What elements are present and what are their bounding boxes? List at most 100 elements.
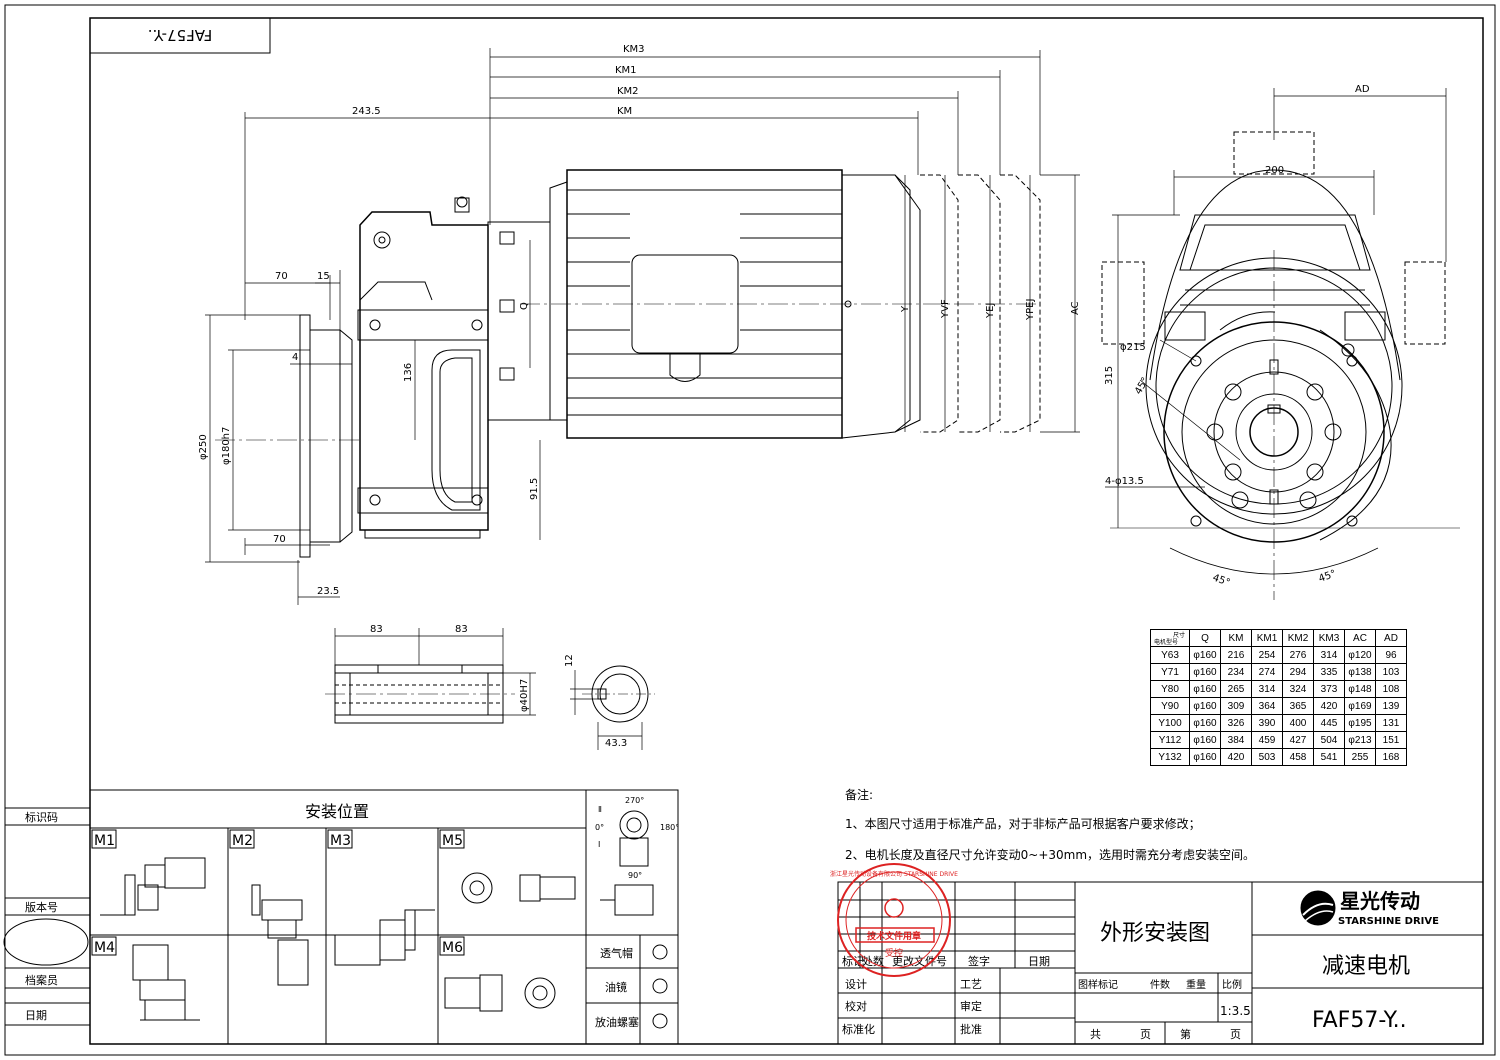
- side-dimension-labels: KM3 KM1 KM2 KM 243.5 70 15 4 136 φ250 φ1…: [198, 44, 1081, 597]
- table-cell: 108: [1375, 680, 1407, 698]
- tb-stage: 图样标记: [1078, 978, 1118, 991]
- motor-model-cell: Y112: [1150, 731, 1190, 749]
- table-cell: φ160: [1189, 646, 1221, 664]
- tb-product: 减速电机: [1322, 954, 1410, 979]
- date-label: 日期: [25, 1009, 47, 1022]
- dim-ad: AD: [1355, 84, 1370, 95]
- tb-sign: 签字: [968, 954, 990, 968]
- table-cell: φ138: [1344, 663, 1376, 681]
- side-dimensions: [205, 48, 1080, 605]
- table-cell: 216: [1220, 646, 1252, 664]
- mounting-m1: M1: [94, 833, 115, 849]
- table-cell: 390: [1251, 714, 1283, 732]
- table-cell: 503: [1251, 748, 1283, 766]
- stamp-top: 技术文件用章: [867, 930, 921, 942]
- table-cell: 400: [1282, 714, 1314, 732]
- mounting-panel: [89, 789, 679, 1045]
- table-cell: φ148: [1344, 680, 1376, 698]
- tb-page2: 页: [1230, 1028, 1241, 1041]
- dim-200: 200: [1265, 165, 1284, 176]
- motor-model-cell: Y100: [1150, 714, 1190, 732]
- tb-count: 件数: [1150, 978, 1170, 991]
- angle-90: 90°: [628, 871, 642, 880]
- drawing-code: FAF57-Y..: [148, 26, 213, 44]
- tb-design: 设计: [845, 978, 867, 991]
- dim-70-bottom: 70: [273, 534, 286, 545]
- dim-180: φ180h7: [221, 427, 232, 465]
- dim-215: φ215: [1120, 342, 1146, 353]
- mounting-m5: M5: [442, 833, 463, 849]
- roman-1: Ⅰ: [598, 840, 600, 849]
- stamp-mid: 受控: [885, 947, 903, 959]
- left-strip-labels: 标识码 版本号 档案员 日期: [25, 810, 58, 1022]
- dim-250: φ250: [198, 434, 209, 460]
- tb-location: 处数: [862, 955, 884, 968]
- table-cell: 168: [1375, 748, 1407, 766]
- dim-83-right: 83: [455, 624, 468, 635]
- dim-km1: KM1: [615, 65, 637, 76]
- motor-model-cell: Y80: [1150, 680, 1190, 698]
- brand-en: STARSHINE DRIVE: [1338, 916, 1439, 927]
- table-cell: 314: [1251, 680, 1283, 698]
- mounting-m2: M2: [232, 833, 253, 849]
- table-cell: 131: [1375, 714, 1407, 732]
- table-cell: 234: [1220, 663, 1252, 681]
- dim-23-5: 23.5: [317, 586, 339, 597]
- table-cell: 255: [1344, 748, 1376, 766]
- table-cell: φ169: [1344, 697, 1376, 715]
- table-cell: 504: [1313, 731, 1345, 749]
- mounting-title: 安装位置: [305, 802, 369, 821]
- tb-check: 校对: [845, 999, 867, 1013]
- table-cell: 276: [1282, 646, 1314, 664]
- motor-model-cell: Y90: [1150, 697, 1190, 715]
- tb-weight: 重量: [1186, 978, 1206, 991]
- front-dimensions: [1105, 88, 1447, 575]
- front-view: [1101, 131, 1446, 600]
- version-label: 版本号: [25, 900, 58, 914]
- tb-model: FAF57-Y..: [1312, 1008, 1407, 1033]
- outer-frame: [4, 4, 1496, 1056]
- stamp-ring: 浙江星光传动设备有限公司 STARSHINE DRIVE: [830, 870, 958, 878]
- table-cell: 373: [1313, 680, 1345, 698]
- dim-91-5: 91.5: [529, 478, 540, 500]
- tb-page: 页: [1140, 1028, 1151, 1041]
- tb-scale-value: 1:3.5: [1220, 1004, 1251, 1018]
- dim-km3: KM3: [623, 44, 645, 55]
- dim-45-bottom-left: 45°: [1211, 572, 1231, 588]
- motor-model-cell: Y63: [1150, 646, 1190, 664]
- table-cell: 541: [1313, 748, 1345, 766]
- table-cell: 139: [1375, 697, 1407, 715]
- roman-2: Ⅱ: [598, 805, 602, 814]
- mounting-m6: M6: [442, 940, 463, 956]
- table-cell: 314: [1313, 646, 1345, 664]
- dim-315: 315: [1104, 366, 1115, 385]
- table-cell: 458: [1282, 748, 1314, 766]
- table-cell: φ160: [1189, 748, 1221, 766]
- dim-q: Q: [519, 302, 530, 310]
- table-cell: 459: [1251, 731, 1283, 749]
- dim-km: KM: [617, 106, 632, 117]
- title-block: [837, 881, 1484, 1045]
- col-km2: KM2: [1282, 629, 1314, 647]
- shaft-section: [325, 628, 536, 724]
- col-ad: AD: [1375, 629, 1407, 647]
- table-cell: 324: [1282, 680, 1314, 698]
- col-km: KM: [1220, 629, 1252, 647]
- table-cell: 326: [1220, 714, 1252, 732]
- dim-43-3: 43.3: [605, 738, 627, 749]
- dim-y: Y: [900, 305, 911, 313]
- table-cell: 274: [1251, 663, 1283, 681]
- dim-45-bottom-right: 45°: [1317, 568, 1337, 584]
- table-cell: φ160: [1189, 663, 1221, 681]
- drawing-code-box: [89, 17, 271, 54]
- table-cell: 427: [1282, 731, 1314, 749]
- col-km1: KM1: [1251, 629, 1283, 647]
- mounting-labels: 安装位置 M1 M2 M3 M5 M4 M6 270° 0° 180° 90° …: [94, 796, 679, 1029]
- note-1: 1、本图尺寸适用于标准产品，对于非标产品可根据客户要求修改；: [845, 817, 1201, 831]
